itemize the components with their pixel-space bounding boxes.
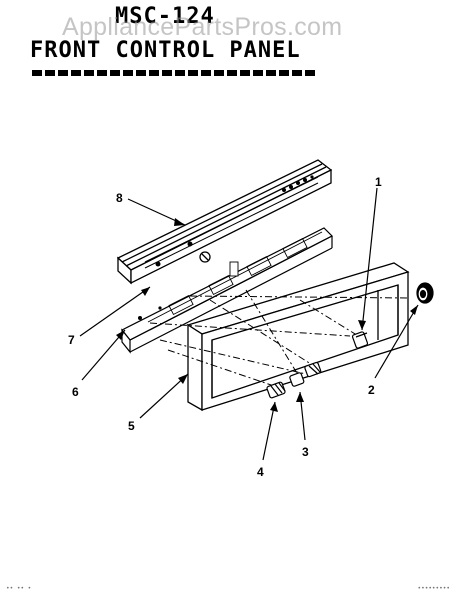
leader-arrowheads — [116, 218, 418, 412]
part-2-knob[interactable] — [416, 282, 434, 304]
callout-6: 6 — [72, 385, 79, 399]
part-4-spring[interactable] — [266, 381, 286, 399]
title-underline — [32, 70, 315, 76]
part-6-bracket[interactable] — [121, 227, 334, 354]
callout-7: 7 — [68, 333, 75, 347]
footer-code-left: •• •• • — [6, 585, 32, 592]
callout-3: 3 — [302, 445, 309, 459]
callout-1: 1 — [375, 175, 382, 189]
section-title: FRONT CONTROL PANEL — [30, 38, 301, 63]
callout-2: 2 — [368, 383, 375, 397]
page-title: MSC-124 — [115, 4, 215, 29]
callout-5: 5 — [128, 419, 135, 433]
watermark: AppliancePartsPros.com — [62, 13, 343, 41]
footer-code-right: ••••••••• — [417, 585, 450, 592]
part-1-switch-button[interactable] — [351, 331, 369, 349]
callout-4: 4 — [257, 465, 264, 479]
part-3-push-button[interactable] — [289, 361, 322, 387]
alignment-lines — [149, 289, 411, 389]
callout-labels: 1 2 3 4 5 6 7 8 — [68, 175, 382, 479]
callout-8: 8 — [116, 191, 123, 205]
leader-lines — [79, 187, 419, 461]
part-5-front-frame[interactable] — [186, 262, 410, 412]
part-8-control-strip[interactable] — [116, 159, 333, 285]
